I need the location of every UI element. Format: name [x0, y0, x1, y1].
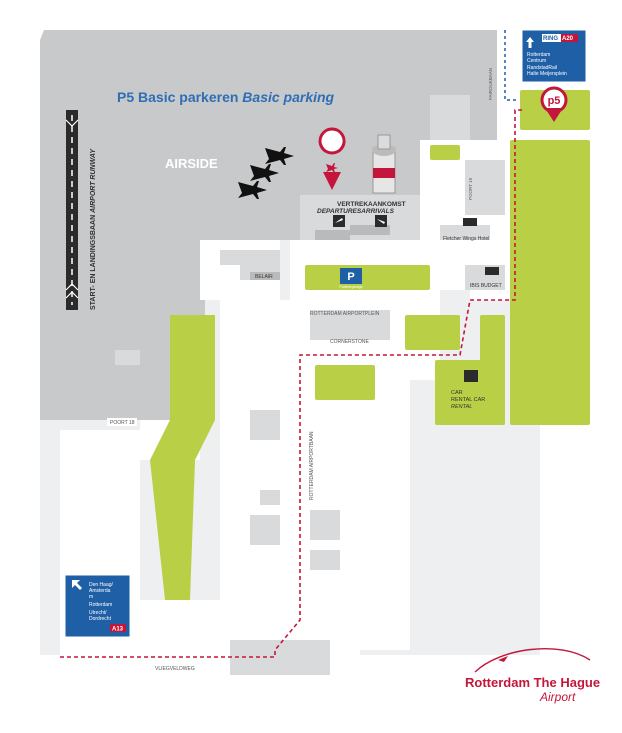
buildings [115, 95, 550, 675]
vliegveldweg-label: VLIEGVELDWEG [155, 666, 195, 672]
airportbaan-label: ROTTERDAM AIRPORTBAAN [309, 431, 315, 500]
car-rental-label-2: RENTAL CAR [451, 397, 485, 403]
parking-sub-label: Parkeergarage [339, 285, 362, 289]
plane-icons [238, 147, 294, 199]
svg-text:Den Haag/: Den Haag/ [89, 582, 114, 588]
svg-text:m: m [89, 594, 93, 600]
plane-icon [265, 147, 294, 165]
svg-text:Halte Meijersplein: Halte Meijersplein [527, 71, 567, 77]
poort18-box [107, 418, 137, 426]
poort19-label: POORT 19 [468, 177, 473, 200]
svg-text:Dordrecht: Dordrecht [89, 616, 112, 622]
vertrek-label: VERTREKAANKOMST [337, 201, 406, 208]
cornerstone-label: CORNERSTONE [330, 339, 369, 345]
control-tower [372, 134, 396, 194]
svg-text:Utrecht/: Utrecht/ [89, 610, 107, 616]
car-rental-label-3: RENTAL [451, 404, 472, 410]
svg-text:Amsterda: Amsterda [89, 588, 111, 594]
logo-sub: Airport [539, 690, 576, 704]
svg-text:Rotterdam: Rotterdam [89, 602, 112, 608]
title-main: P5 Basic parkeren Basic parking [117, 89, 335, 105]
airside-label: AIRSIDE [165, 156, 218, 171]
fairoukbaan-label: FAIROUKBAAN [488, 68, 493, 100]
airport-logo: Rotterdam The Hague Airport [465, 648, 600, 704]
p5-label: p5 [548, 95, 561, 107]
arrow-diagonal-icon [72, 580, 82, 590]
car-rental-label-1: CAR [451, 390, 463, 396]
poort18-label: POORT 18 [110, 420, 135, 426]
location-pin-icon [540, 86, 568, 122]
ring-a20-sign: RING A20 Rotterdam Centrum RandstadRail … [521, 29, 587, 83]
airside-area [40, 30, 497, 420]
svg-text:RING: RING [543, 36, 558, 42]
svg-text:P: P [347, 271, 354, 283]
car-icon [464, 370, 478, 382]
green-areas [150, 90, 590, 600]
logo-name: Rotterdam The Hague [465, 675, 600, 690]
departure-arrival-icons [333, 215, 387, 227]
svg-text:RandstadRail: RandstadRail [527, 65, 557, 71]
svg-text:A20: A20 [562, 36, 574, 42]
fletcher-label: Fletcher Wings Hotel [443, 236, 489, 242]
plane-icon [326, 163, 338, 173]
a13-sign: Den Haag/ Amsterda m Rotterdam Utrecht/ … [64, 574, 131, 638]
departures-label: DEPARTURESARRIVALS [317, 208, 395, 215]
runway [65, 110, 79, 310]
plane-icon [238, 181, 267, 199]
ibis-label: IBIS BUDGET [470, 283, 502, 289]
svg-text:A13: A13 [112, 627, 124, 633]
parking-icon: P [340, 268, 362, 284]
arrow-up-icon [526, 37, 534, 48]
bed-icon [463, 218, 499, 275]
svg-text:Centrum: Centrum [527, 58, 546, 64]
terminal-details [250, 225, 390, 280]
runway-label: START- EN LANDINGSBAAN AIRPORT RUNWAY [90, 148, 97, 310]
location-pin-icon [318, 127, 346, 190]
belair-label: BELAIR [255, 274, 273, 280]
route-line-blue [504, 30, 518, 101]
plane-icon [250, 164, 279, 182]
svg-text:Rotterdam: Rotterdam [527, 52, 550, 58]
route-line [60, 109, 525, 658]
airportplein-label: ROTTERDAM AIRPORTPLEIN [310, 311, 380, 317]
